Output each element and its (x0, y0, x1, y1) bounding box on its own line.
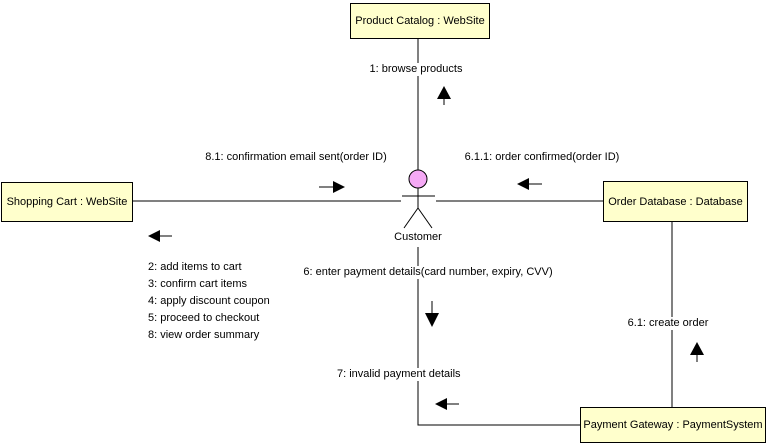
message-confirm-cart: 3: confirm cart items (148, 276, 270, 293)
arrow-right-confirmation-email (319, 181, 345, 193)
link-customer-payment-gateway (417, 247, 580, 426)
node-payment-gateway-label: Payment Gateway : PaymentSystem (583, 419, 763, 431)
node-shopping-cart-label: Shopping Cart : WebSite (6, 196, 128, 208)
arrow-left-invalid-payment (435, 398, 459, 410)
arrow-left-cart-messages (148, 230, 172, 242)
message-order-confirmed: 6.1.1: order confirmed(order ID) (464, 151, 620, 164)
node-order-database-label: Order Database : Database (608, 195, 743, 208)
message-apply-discount: 4: apply discount coupon (148, 293, 270, 310)
arrow-up-browse-products (437, 86, 451, 105)
node-order-database[interactable]: Order Database : Database (603, 181, 748, 222)
actor-right-leg (417, 207, 433, 229)
arrow-up-create-order (690, 342, 704, 362)
message-add-items: 2: add items to cart (148, 259, 270, 276)
message-invalid-payment: 7: invalid payment details (337, 368, 461, 381)
arrow-left-order-confirmed (517, 178, 542, 190)
message-create-order: 6.1: create order (627, 317, 709, 330)
message-confirmation-email: 8.1: confirmation email sent(order ID) (205, 151, 387, 164)
actor-customer-label: Customer (394, 231, 442, 244)
message-list-shopping-cart: 2: add items to cart 3: confirm cart ite… (148, 259, 270, 344)
node-product-catalog[interactable]: Product Catalog : WebSite (350, 3, 490, 39)
actor-left-leg (403, 207, 419, 229)
actor-head (408, 169, 428, 189)
node-payment-gateway[interactable]: Payment Gateway : PaymentSystem (580, 407, 766, 443)
actor-customer[interactable] (402, 169, 435, 229)
message-proceed-checkout: 5: proceed to checkout (148, 310, 270, 327)
node-shopping-cart[interactable]: Shopping Cart : WebSite (1, 182, 133, 222)
node-product-catalog-label: Product Catalog : WebSite (355, 15, 485, 27)
arrow-down-enter-payment (425, 301, 439, 327)
message-enter-payment: 6: enter payment details(card number, ex… (303, 266, 553, 279)
message-view-order-summary: 8: view order summary (148, 327, 270, 344)
message-browse-products: 1: browse products (369, 63, 463, 76)
